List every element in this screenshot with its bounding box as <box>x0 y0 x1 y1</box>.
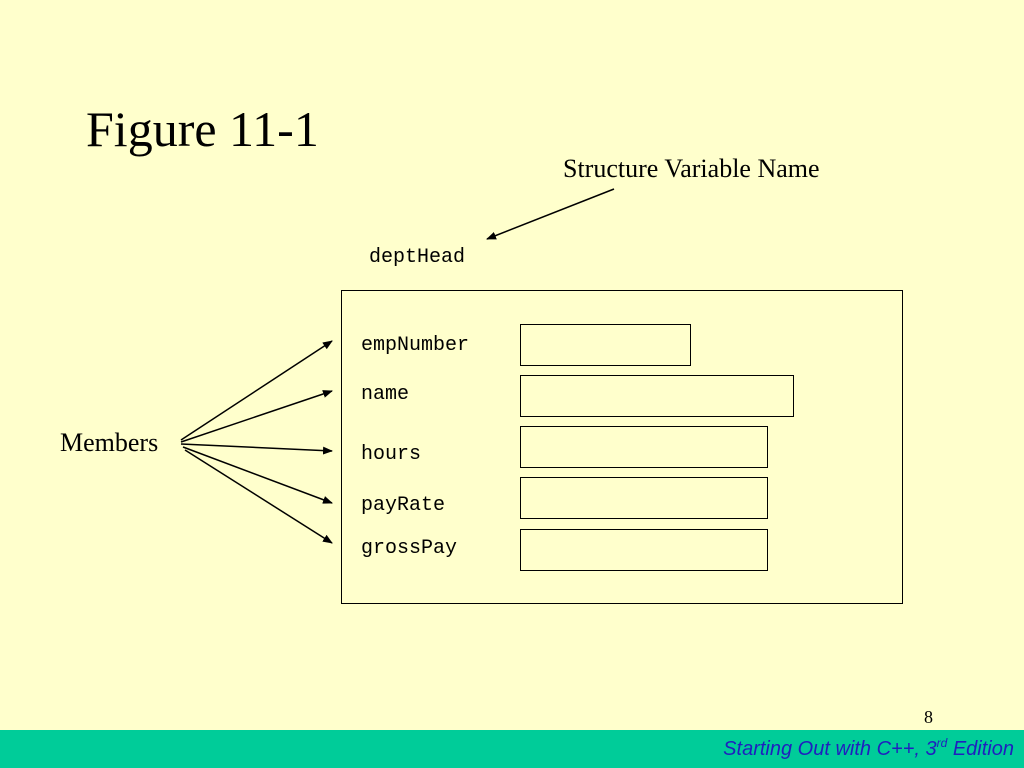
structure-box <box>341 290 903 604</box>
footer-text: Starting Out with C++, 3rd Edition <box>723 736 1014 761</box>
member-name-grosspay: grossPay <box>361 537 458 560</box>
footer-text-superscript: rd <box>936 736 948 750</box>
member-field-name <box>520 375 794 417</box>
structure-variable-name-label: Structure Variable Name <box>563 154 820 183</box>
member-arrow-hours <box>180 443 333 455</box>
member-arrow-payrate <box>182 446 333 504</box>
slide-title: Figure 11-1 <box>86 101 319 157</box>
slide-number: 8 <box>924 707 933 727</box>
member-field-grosspay <box>520 529 768 571</box>
structure-variable-name: deptHead <box>369 246 466 269</box>
callout-arrow <box>486 188 615 240</box>
member-name-empnumber: empNumber <box>361 334 470 357</box>
member-arrow-grosspay <box>184 449 333 544</box>
member-name-hours: hours <box>361 443 422 466</box>
member-name-payrate: payRate <box>361 494 446 517</box>
member-name-name: name <box>361 383 410 406</box>
member-field-hours <box>520 426 768 468</box>
footer-text-main: Starting Out with C++, 3 <box>723 738 937 760</box>
member-field-empnumber <box>520 324 691 366</box>
member-field-payrate <box>520 477 768 519</box>
footer-bar: Starting Out with C++, 3rd Edition <box>0 730 1024 768</box>
footer-text-edition: Edition <box>947 738 1014 760</box>
member-arrow-empnumber <box>180 340 333 441</box>
member-arrow-name <box>180 390 333 443</box>
members-label: Members <box>60 428 159 457</box>
